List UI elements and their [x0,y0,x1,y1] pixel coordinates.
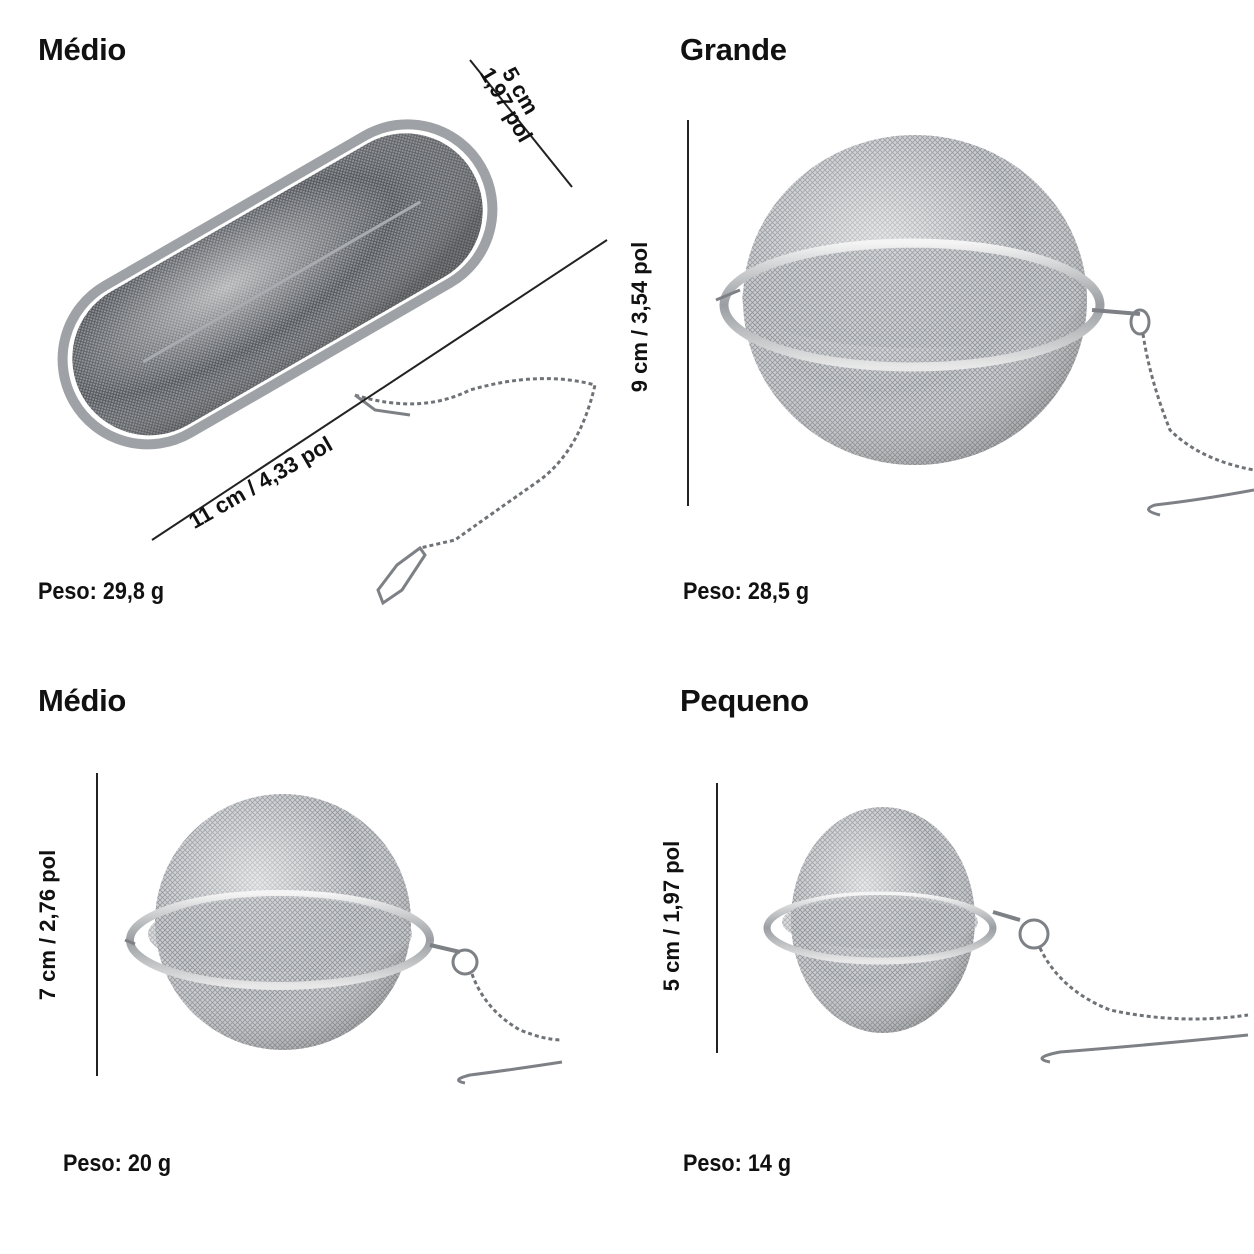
small-ball-image [763,807,1249,1064]
length-dimension-line [151,239,608,541]
panel-2-height-label: 9 cm / 3,54 pol [627,241,653,393]
panel-2-height-line [687,120,689,506]
panel-4-height-label: 5 cm / 1,97 pol [659,840,685,992]
oval-infuser-image [57,119,498,450]
width-dimension-line [469,59,573,188]
large-ball-image [715,135,1254,517]
panel-1-title: Médio [38,32,127,67]
panel-2-weight: Peso: 28,5 g [683,578,810,605]
panel-4-height-line [716,783,718,1053]
panel-3-height-line [96,773,98,1076]
panel-1-weight: Peso: 29,8 g [38,578,165,605]
panel-4-title: Pequeno [680,683,809,718]
medium-ball-image [124,794,563,1085]
panel-3-title: Médio [38,683,127,718]
chain-icon [354,377,597,606]
panel-4-weight: Peso: 14 g [683,1150,792,1177]
panel-3-height-label: 7 cm / 2,76 pol [35,849,61,1001]
panel-2-title: Grande [680,32,787,67]
panel-3-weight: Peso: 20 g [63,1150,172,1177]
